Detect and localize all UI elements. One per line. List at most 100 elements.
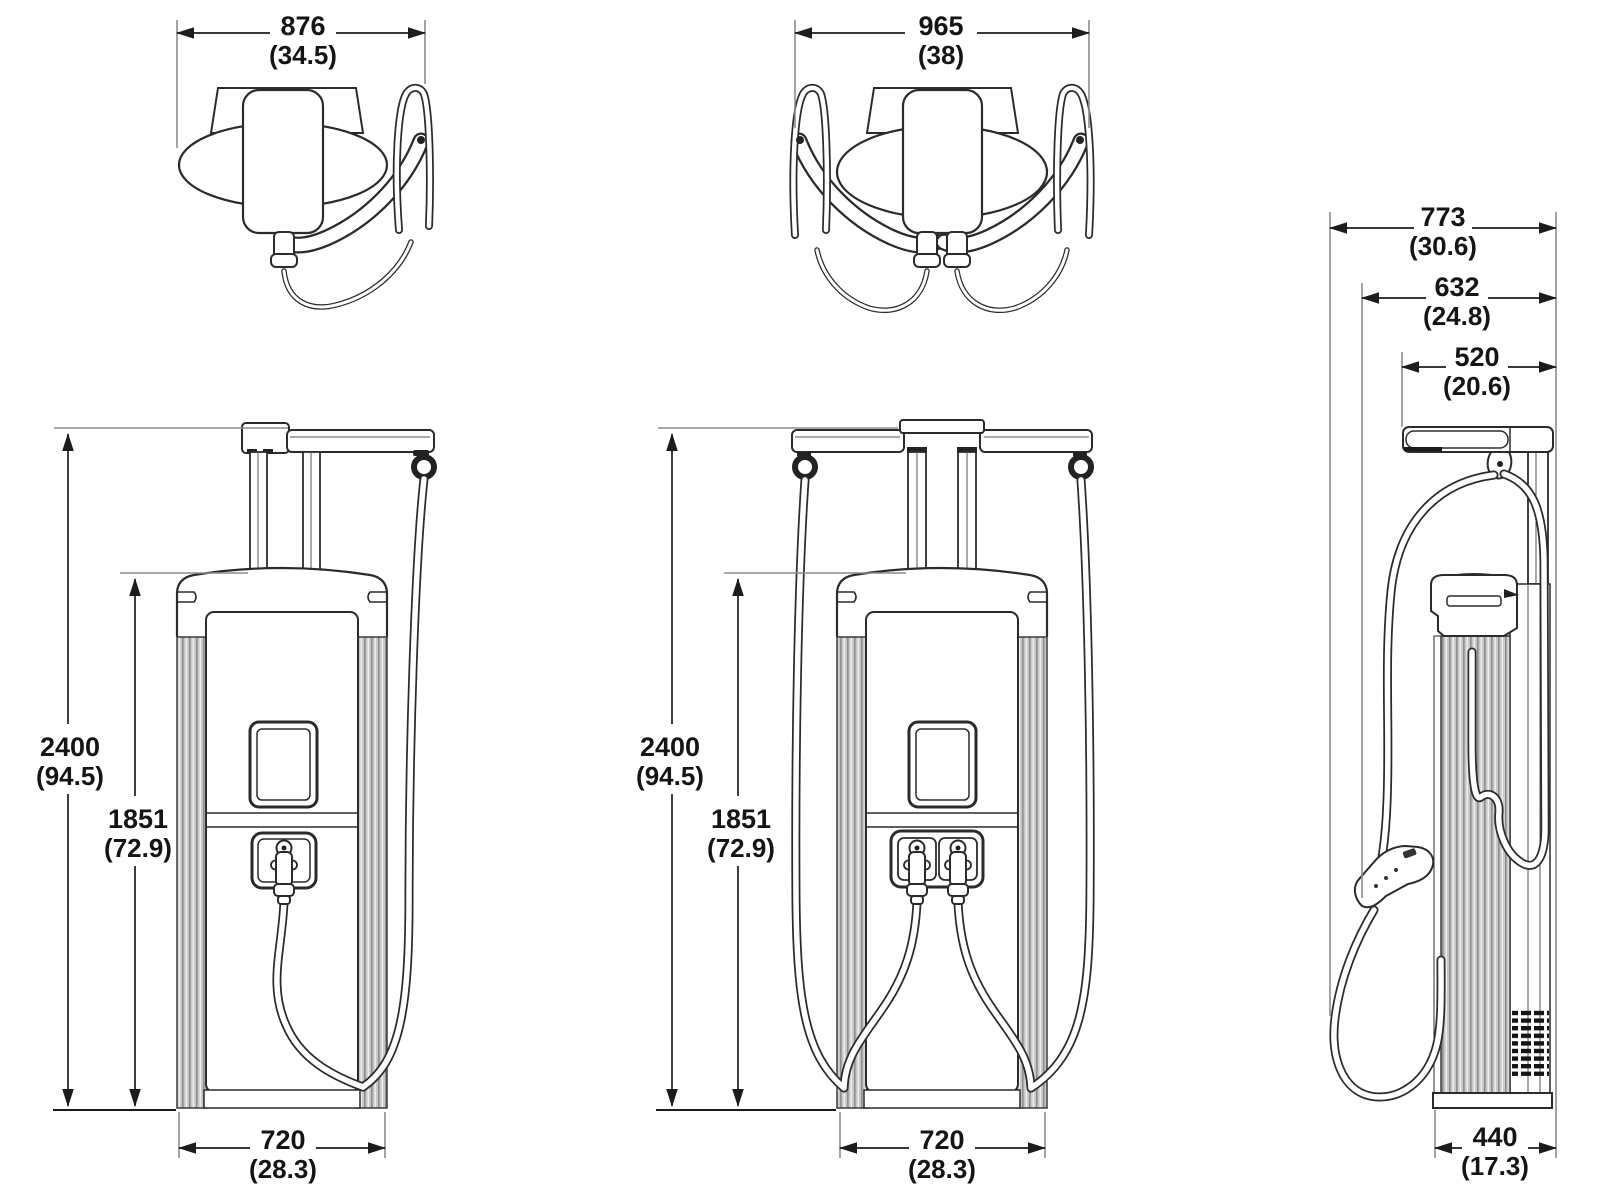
pulley-axle: [1497, 461, 1503, 467]
dimension-inches: (94.5): [36, 761, 104, 791]
front-view-single: [175, 422, 437, 1109]
cable-collar-left: [913, 253, 941, 268]
boom-cable-right-face: [1028, 477, 1093, 1091]
dimension-mm: 773: [1420, 202, 1466, 232]
boom-cable-left-face: [793, 477, 847, 1091]
dimension-label-front-dual-width: 720 (28.3): [908, 1126, 976, 1184]
dimension-mm: 632: [1434, 272, 1480, 302]
dimension-inches: (38): [917, 40, 965, 70]
boom-arm-left: [791, 429, 905, 453]
cable-pulley: [411, 454, 437, 480]
dimension-inches: (72.9): [707, 833, 775, 863]
top-view-single: [177, 83, 434, 310]
dimension-label-front-dual-height: 2400 (94.5): [636, 733, 704, 791]
mast-cap: [901, 88, 984, 235]
charging-cable-left-face: [815, 248, 929, 312]
base-plinth: [863, 1089, 1021, 1109]
cable-hook-right-face: [1054, 85, 1093, 238]
dimension-mm: 2400: [639, 732, 701, 762]
charging-cable-right-face: [955, 248, 1069, 312]
cooling-fins-right: [356, 636, 388, 1109]
boom-cable-face: [360, 476, 427, 1090]
display-screen-glass: [256, 728, 311, 801]
dimension-inches: (17.3): [1461, 1151, 1529, 1181]
service-cable-face: [1469, 471, 1548, 869]
cable-collar: [270, 253, 298, 268]
dimension-inches: (34.5): [269, 40, 337, 70]
charging-cable-face: [282, 240, 413, 309]
connector-cable-right-face: [955, 899, 1034, 1091]
dimension-mm: 965: [918, 11, 964, 41]
boom-arm-face: [277, 134, 428, 252]
shoulder-notch-right: [1027, 591, 1047, 603]
shoulder-notch-right: [367, 591, 387, 603]
mast-cap: [241, 88, 325, 235]
dimension-inches: (94.5): [636, 761, 704, 791]
base-plinth: [1432, 1092, 1553, 1109]
dimension-label-front-single-height: 2400 (94.5): [36, 733, 104, 791]
connector-cable-face: [274, 899, 366, 1090]
boom-foot: [907, 447, 927, 453]
connector-latch: [1402, 848, 1417, 859]
shoulder: [175, 566, 389, 637]
dimension-mm: 440: [1472, 1122, 1518, 1152]
dimension-label-side-connector-depth: 632 (24.8): [1423, 273, 1491, 331]
boom-arm-right: [979, 429, 1093, 453]
boom-cable-face: [1371, 472, 1497, 900]
shoulder-notch-left: [837, 591, 857, 603]
connector-pin: [1394, 868, 1398, 872]
shoulder: [835, 566, 1049, 637]
cap-slot: [1446, 595, 1502, 607]
side-view: [1329, 426, 1554, 1109]
dimension-mm: 1851: [107, 804, 169, 834]
cooling-fins-right: [1016, 636, 1048, 1109]
dimension-mm: 876: [280, 11, 326, 41]
hook-pivot: [417, 136, 425, 144]
dimension-label-front-single-width: 720 (28.3): [249, 1126, 317, 1184]
top-view-dual: [789, 83, 1095, 314]
cable-hook-left-face: [791, 85, 830, 238]
dimension-lines: [62, 27, 1557, 1154]
dimension-inches: (28.3): [249, 1154, 317, 1184]
display-screen-glass: [915, 728, 970, 801]
cap-crown: [1430, 574, 1518, 586]
boom-foot: [263, 449, 273, 454]
connector-cable-left-face: [841, 899, 920, 1091]
cap-shadow: [1504, 589, 1519, 598]
cooling-fins-left: [836, 636, 868, 1109]
dimension-label-side-overall-depth: 773 (30.6): [1409, 203, 1477, 261]
dimension-label-front-dual-cabinet-height: 1851 (72.9): [707, 805, 775, 863]
dimension-mm: 520: [1454, 342, 1500, 372]
connector-cable-face: [1331, 907, 1444, 1100]
shoulder-notch-left: [177, 591, 197, 603]
dimension-label-side-boom-depth: 520 (20.6): [1443, 343, 1511, 401]
dimension-label-front-single-cabinet-height: 1851 (72.9): [104, 805, 172, 863]
cooling-fins-left: [176, 636, 208, 1109]
front-view-dual: [791, 419, 1095, 1109]
connector-pin: [1374, 884, 1378, 888]
base-plinth: [203, 1089, 361, 1109]
charging-connector: [1354, 844, 1435, 909]
boom-foot: [957, 447, 977, 453]
dimension-label-side-base-depth: 440 (17.3): [1461, 1123, 1529, 1181]
dimension-mm: 720: [260, 1125, 306, 1155]
dimension-mm: 720: [919, 1125, 965, 1155]
cable-pulley-right: [1068, 454, 1094, 480]
dimension-inches: (24.8): [1423, 301, 1491, 331]
cable-hook-face: [394, 85, 433, 233]
dimension-label-top-single-width: 876 (34.5): [269, 12, 337, 70]
dimension-inches: (30.6): [1409, 231, 1477, 261]
vent-grille: [1512, 1008, 1549, 1076]
dimension-inches: (20.6): [1443, 371, 1511, 401]
boom-arm-face: [1405, 430, 1509, 449]
connector-pin: [1384, 876, 1388, 880]
hook-pivot-left: [796, 136, 804, 144]
dimension-inches: (28.3): [908, 1154, 976, 1184]
dimension-inches: (72.9): [104, 833, 172, 863]
cable-collar-right: [943, 253, 971, 268]
dimension-label-top-dual-width: 965 (38): [918, 12, 964, 70]
cable-pulley-left: [792, 454, 818, 480]
dimension-mm: 1851: [710, 804, 772, 834]
